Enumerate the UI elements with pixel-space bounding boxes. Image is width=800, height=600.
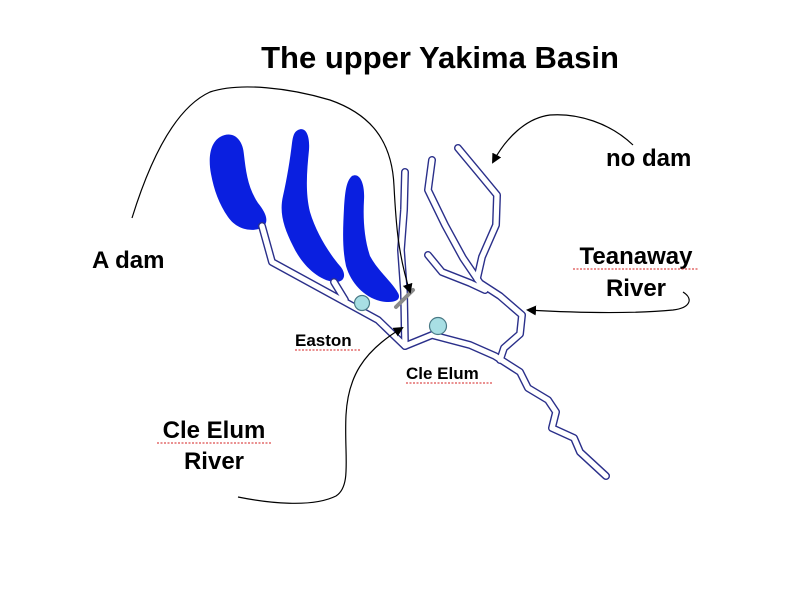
no-dam-arrow: [492, 114, 634, 164]
town-marker-cle-elum: [428, 316, 448, 336]
town-marker-easton: [353, 294, 371, 312]
river-network: [258, 144, 610, 480]
annotations: [131, 86, 690, 504]
label-teanaway-river-line2: River: [606, 275, 666, 302]
reservoir-lakes: [209, 129, 400, 303]
lake-keechelus: [209, 134, 267, 230]
map-title: The upper Yakima Basin: [261, 40, 619, 75]
label-easton: Easton: [295, 331, 352, 350]
cle-elum-river-arrow: [237, 326, 404, 504]
spellcheck-underlines: [157, 268, 699, 444]
label-cle-elum-town: Cle Elum: [406, 364, 479, 383]
label-cle-elum-river-line1: Cle Elum: [163, 417, 266, 444]
lake-cle-elum: [343, 175, 400, 303]
label-cle-elum-river-line2: River: [184, 448, 244, 475]
label-teanaway-river-line1: Teanaway: [580, 243, 694, 270]
teanaway-arrow: [526, 291, 690, 316]
label-a-dam: A dam: [92, 247, 164, 274]
a-dam-leader-line: [131, 86, 413, 294]
label-no-dam: no dam: [606, 145, 691, 172]
lake-kachess: [281, 129, 345, 283]
